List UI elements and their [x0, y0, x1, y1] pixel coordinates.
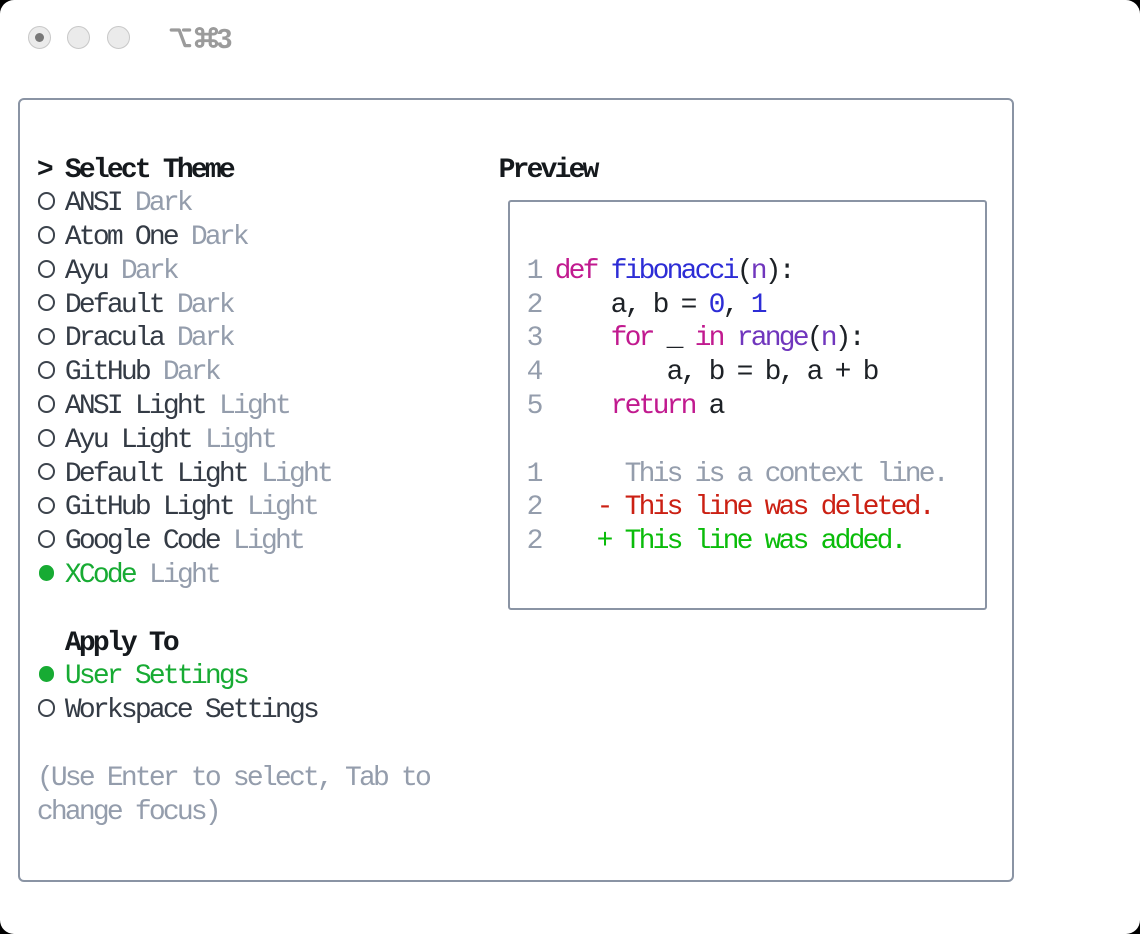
- svg-text:3: 3: [217, 23, 233, 54]
